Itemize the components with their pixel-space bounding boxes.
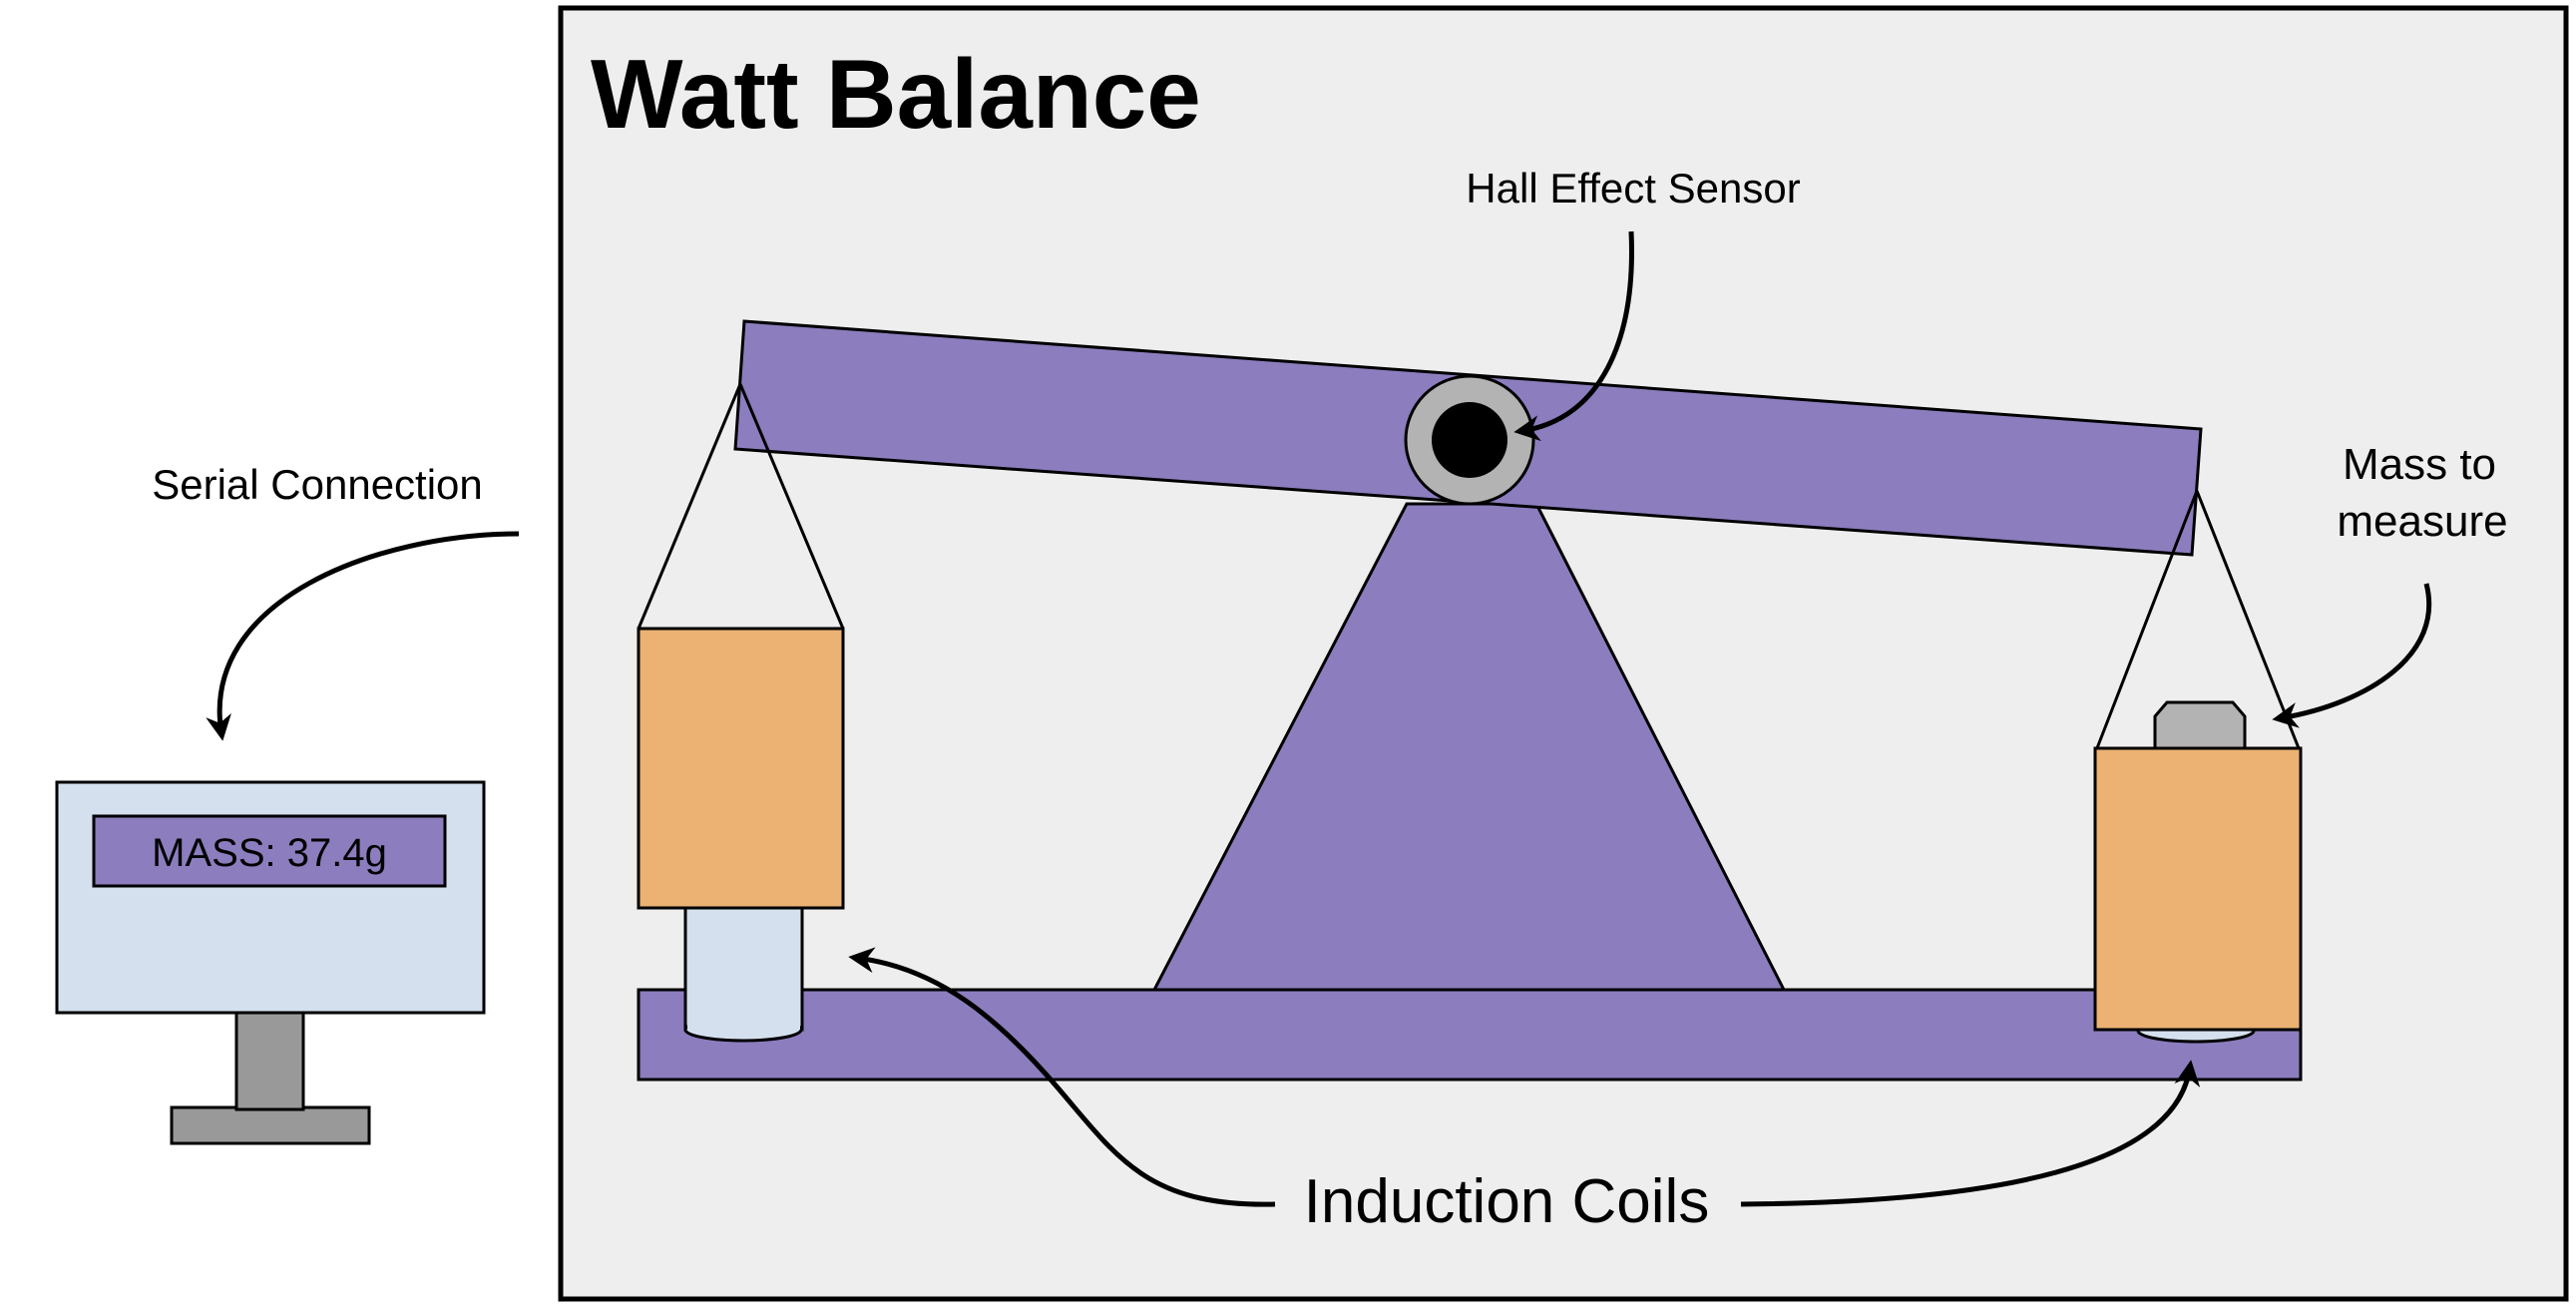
induction-coils-arrow-left (848, 947, 1276, 1207)
balance-base (637, 988, 2303, 1082)
induction-coils-label: Induction Coils (1304, 1167, 1710, 1236)
mass-to-measure-label: measure (2337, 497, 2507, 546)
monitor-display (92, 814, 447, 888)
monitor: MASS: 37.4g (55, 780, 486, 1145)
hall-effect-sensor-label: Hall Effect Sensor (1466, 165, 1800, 212)
induction-coils-arrow-right (1740, 1060, 2201, 1207)
serial-connection-label: Serial Connection (152, 461, 483, 508)
monitor-stand-neck (234, 1010, 305, 1111)
serial-connection-arrow (206, 531, 520, 741)
hall-effect-sensor-arrow (1513, 230, 1634, 442)
left-induction-coil (637, 627, 845, 910)
monitor-stand-base (170, 1105, 371, 1145)
diagram-title: Watt Balance (591, 39, 1201, 149)
mass-weight (2153, 700, 2247, 750)
right-induction-coil (2093, 746, 2303, 1032)
left-suspension-string (738, 383, 845, 630)
hall-effect-sensor (1404, 374, 1535, 506)
left-suspension-string (637, 383, 742, 630)
left-magnet (683, 906, 804, 1043)
monitor-display-text: MASS: 37.4g (152, 831, 387, 875)
mass-to-measure-label: Mass to (2343, 440, 2496, 489)
mass-to-measure-arrow (2272, 583, 2432, 728)
right-suspension-string (2093, 490, 2199, 754)
